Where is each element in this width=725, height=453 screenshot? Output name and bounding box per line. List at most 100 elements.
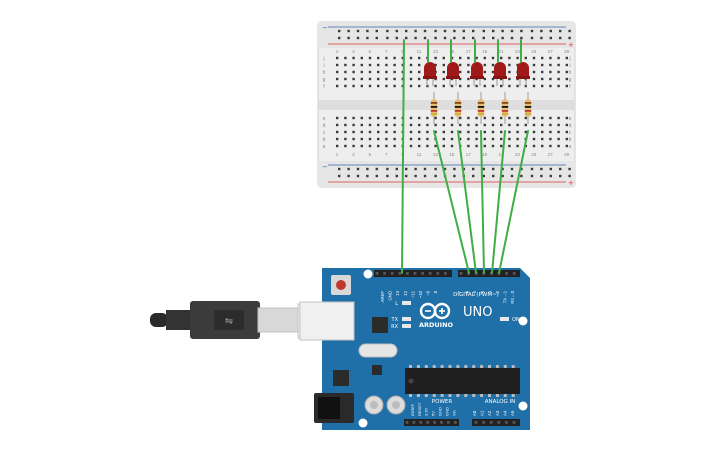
- rail-hole: [520, 36, 523, 40]
- jumper-wire[interactable]: [401, 39, 405, 274]
- jumper-wire[interactable]: [491, 130, 506, 274]
- breadboard-hole: [344, 84, 347, 88]
- analog-pin-label: A4: [502, 410, 507, 416]
- resistor-band: [477, 106, 485, 108]
- header-hole[interactable]: [482, 421, 485, 424]
- header-hole[interactable]: [405, 421, 409, 424]
- breadboard-hole: [344, 70, 347, 74]
- resistor[interactable]: [430, 92, 438, 124]
- header-hole[interactable]: [413, 272, 417, 275]
- header-hole[interactable]: [505, 421, 508, 424]
- resistor[interactable]: [501, 92, 509, 124]
- header-hole[interactable]: [444, 272, 447, 275]
- rail-hole: [338, 36, 341, 40]
- breadboard-hole: [459, 84, 462, 88]
- crystal-oscillator: [358, 343, 398, 358]
- breadboard-hole: [459, 70, 462, 74]
- breadboard-hole: [352, 137, 355, 141]
- jumper-wire[interactable]: [480, 130, 485, 274]
- header-hole[interactable]: [489, 421, 493, 424]
- breadboard-hole: [491, 137, 495, 141]
- breadboard-hole: [532, 56, 536, 60]
- power-pin-label: IOREF: [410, 403, 415, 416]
- column-number: 17: [466, 152, 472, 157]
- resistor[interactable]: [524, 92, 532, 124]
- header-hole[interactable]: [419, 421, 423, 424]
- wire-group[interactable]: [401, 39, 529, 274]
- header-hole[interactable]: [398, 272, 402, 275]
- header-hole[interactable]: [447, 421, 450, 424]
- resistor-band: [524, 102, 532, 104]
- breadboard-hole: [557, 130, 560, 134]
- breadboard-hole: [508, 77, 511, 81]
- led[interactable]: [516, 62, 530, 86]
- column-number: 1: [336, 152, 339, 157]
- rail-hole: [559, 167, 562, 171]
- breadboard-hole: [336, 77, 339, 81]
- header-hole[interactable]: [428, 272, 432, 275]
- capacitor-top: [370, 401, 378, 409]
- header-hole[interactable]: [426, 421, 430, 424]
- resistor-group[interactable]: [430, 92, 532, 124]
- power-pin-label: 5V: [431, 411, 436, 416]
- led[interactable]: [470, 62, 484, 86]
- column-number: 27: [548, 152, 554, 157]
- breadboard-hole: [385, 70, 388, 74]
- breadboard-hole: [491, 123, 495, 127]
- header-hole[interactable]: [512, 272, 516, 275]
- reset-button-cap[interactable]: [336, 280, 346, 290]
- analog-pin-label: A0: [472, 410, 477, 416]
- header-hole[interactable]: [421, 272, 424, 275]
- resistor[interactable]: [477, 92, 485, 124]
- led[interactable]: [446, 62, 460, 86]
- rail-hole: [540, 36, 543, 40]
- jumper-wire[interactable]: [498, 130, 529, 274]
- breadboard-hole: [418, 63, 421, 67]
- resistor[interactable]: [454, 92, 462, 124]
- led-group[interactable]: [423, 62, 530, 86]
- header-hole[interactable]: [459, 272, 463, 275]
- breadboard-hole: [508, 123, 511, 127]
- breadboard-hole: [565, 84, 568, 88]
- rail-hole: [530, 167, 534, 171]
- jumper-wire[interactable]: [457, 130, 477, 274]
- rx-led-indicator: [402, 324, 411, 328]
- led[interactable]: [423, 62, 437, 86]
- header-hole[interactable]: [433, 421, 436, 424]
- breadboard-hole: [352, 123, 355, 127]
- header-hole[interactable]: [383, 272, 386, 275]
- digital-pin-label: 13: [395, 290, 400, 295]
- led[interactable]: [493, 62, 507, 86]
- board-usb-jack: [299, 301, 355, 341]
- breadboard-hole: [549, 123, 552, 127]
- breadboard-hole: [336, 137, 339, 141]
- header-hole[interactable]: [505, 272, 508, 275]
- header-hole[interactable]: [412, 421, 416, 424]
- chip-pin: [511, 365, 515, 368]
- jumper-wire[interactable]: [433, 130, 470, 274]
- breadboard-hole: [516, 116, 519, 120]
- power-pin-label: GND: [438, 407, 443, 416]
- breadboard[interactable]: jjiihhggffeeddccbbaa11335577991111131315…: [317, 21, 576, 188]
- chip-pin: [416, 394, 420, 397]
- rail-hole: [366, 167, 369, 171]
- led-body: [517, 62, 529, 78]
- row-label: j: [322, 56, 324, 62]
- breadboard-hole: [508, 144, 511, 148]
- header-hole[interactable]: [375, 272, 379, 275]
- chip-pin: [472, 365, 476, 368]
- header-hole[interactable]: [390, 272, 394, 275]
- header-hole[interactable]: [453, 421, 457, 424]
- header-hole[interactable]: [512, 421, 516, 424]
- header-hole[interactable]: [436, 272, 440, 275]
- header-hole[interactable]: [474, 421, 478, 424]
- header-hole[interactable]: [440, 421, 443, 424]
- rail-hole: [453, 167, 456, 171]
- header-hole[interactable]: [497, 421, 501, 424]
- breadboard-hole: [418, 130, 421, 134]
- breadboard-hole: [475, 144, 478, 148]
- rail-hole: [510, 29, 514, 33]
- header-hole[interactable]: [406, 272, 409, 275]
